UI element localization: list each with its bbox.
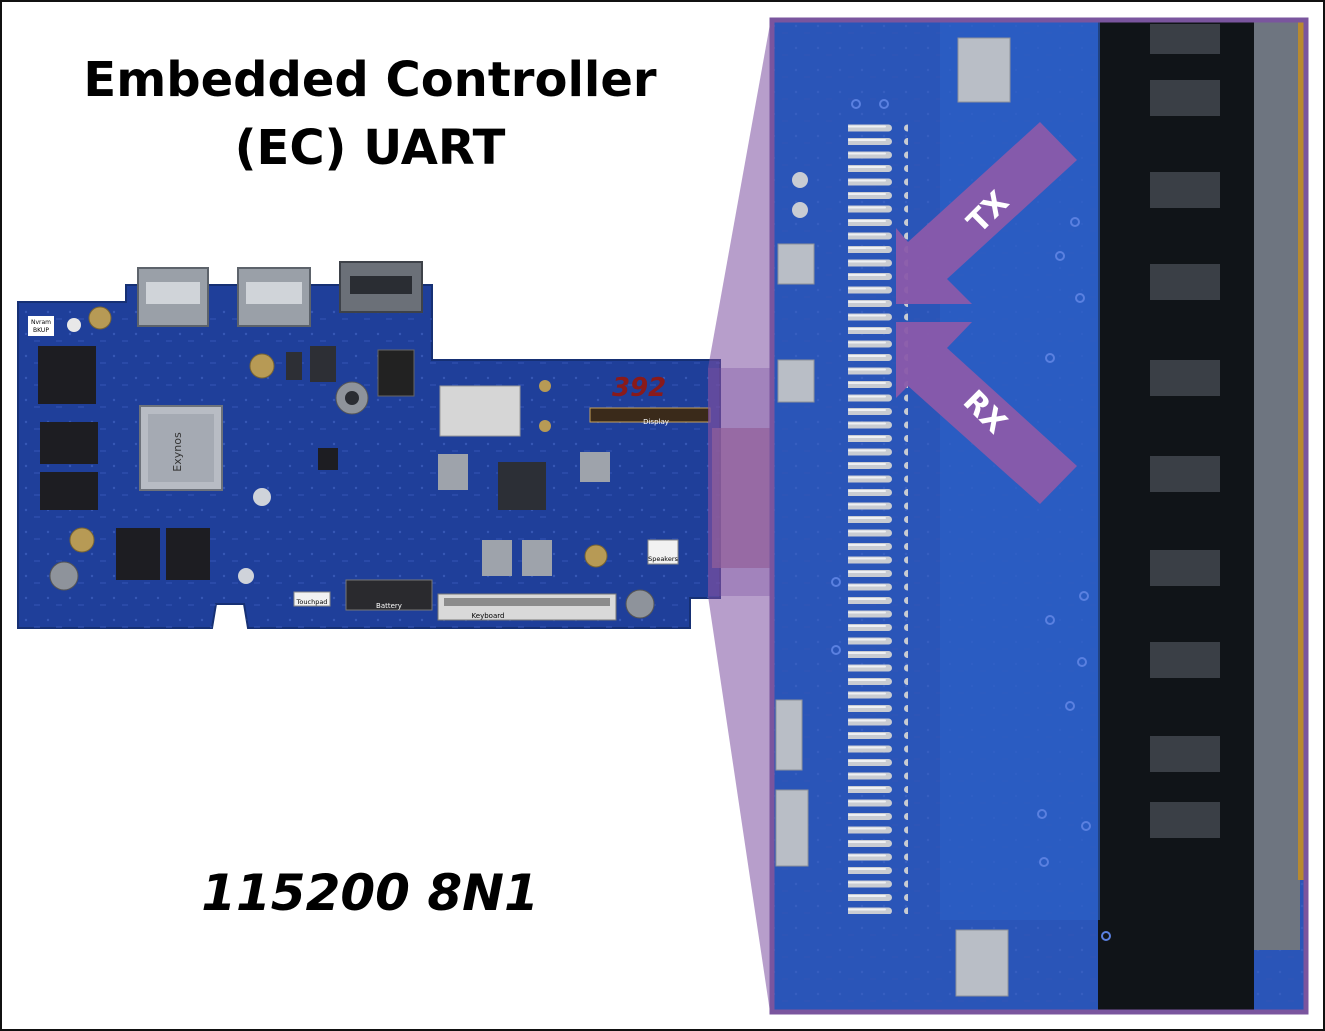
title-line-1: Embedded Controller: [83, 52, 657, 108]
svg-text:Keyboard: Keyboard: [472, 612, 505, 620]
memory-chip: [116, 528, 160, 580]
tx-arrow: TX: [896, 122, 1077, 304]
handwritten-mark: 392: [612, 373, 666, 403]
ec-chip: [498, 462, 546, 510]
battery-connector: Battery: [345, 579, 433, 611]
nvram-label-line1: Nvram: [31, 319, 51, 326]
svg-text:Touchpad: Touchpad: [296, 598, 328, 606]
memory-chip: [40, 422, 98, 464]
touchpad-connector: Touchpad: [293, 591, 331, 607]
memory-chip: [40, 472, 98, 510]
title-line-2: (EC) UART: [234, 120, 506, 176]
speakers-connector: Speakers: [647, 539, 679, 565]
svg-text:Speakers: Speakers: [648, 555, 678, 563]
soc-chip-label: Exynos: [171, 432, 184, 472]
svg-text:Display: Display: [643, 418, 669, 426]
keyboard-connector: Keyboard: [437, 593, 617, 621]
nvram-sticker: [28, 316, 54, 336]
wifi-module: [439, 385, 521, 437]
rx-arrow: RX: [896, 322, 1077, 504]
zoom-panel: TX RX: [772, 20, 1306, 1012]
usb-port-2: [237, 267, 311, 327]
memory-chip: [166, 528, 210, 580]
memory-chip: [38, 346, 96, 404]
zoom-source-region: [708, 368, 770, 596]
baud-config-label: 115200 8N1: [201, 864, 539, 922]
usb-port-1: [137, 267, 209, 327]
zoom-panel-border: [769, 17, 1309, 1015]
mainboard: Nvram BKUP Exynos: [17, 261, 770, 629]
nvram-label-line2: BKUP: [33, 327, 49, 334]
soc-chip: Exynos: [139, 405, 223, 491]
hdmi-port: [339, 261, 423, 313]
svg-text:Battery: Battery: [376, 602, 402, 610]
